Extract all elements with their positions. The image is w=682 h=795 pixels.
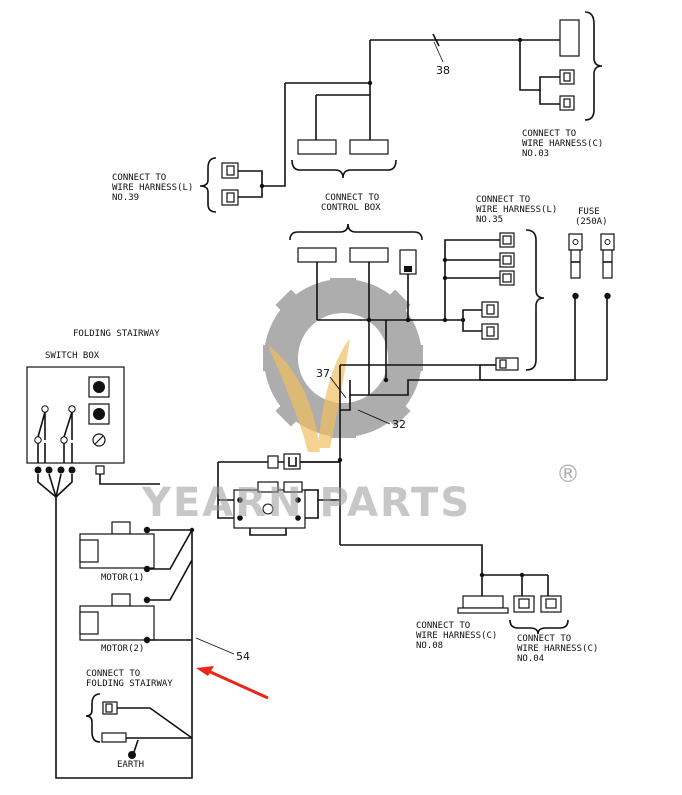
top-harness	[284, 33, 560, 182]
control-plug-upper-left	[297, 139, 337, 155]
harness-c-03-connectors	[559, 69, 575, 111]
svg-text:CONNECT TO: CONNECT TO	[522, 129, 576, 139]
svg-text:NO.39: NO.39	[112, 193, 139, 203]
label-harness-c-03: CONNECT TO WIRE HARNESS(C) NO.03	[522, 129, 603, 159]
harness-c-08-connector	[457, 595, 509, 614]
brace-c-04	[509, 619, 569, 635]
control-plug-lower-right	[349, 247, 389, 263]
watermark-gear-icon	[263, 278, 423, 438]
label-folding-stairway: FOLDING STAIRWAY	[73, 329, 160, 339]
svg-text:WIRE HARNESS(C): WIRE HARNESS(C)	[522, 139, 603, 149]
svg-text:CONTROL BOX: CONTROL BOX	[321, 203, 381, 213]
fuse-left-icon	[568, 233, 583, 300]
control-plug-small-pin	[404, 266, 412, 272]
label-harness-l-35: CONNECT TO WIRE HARNESS(L) NO.35	[476, 195, 557, 225]
label-connect-folding-stairway: CONNECT TO FOLDING STAIRWAY	[86, 669, 173, 689]
callout-38: 38	[436, 64, 450, 77]
label-harness-c-04: CONNECT TO WIRE HARNESS(C) NO.04	[517, 634, 598, 664]
label-control-box: CONNECT TO CONTROL BOX	[321, 193, 381, 213]
svg-text:CONNECT TO: CONNECT TO	[476, 195, 530, 205]
top-relay-box	[559, 19, 580, 57]
svg-text:FOLDING STAIRWAY: FOLDING STAIRWAY	[86, 679, 173, 689]
motor-wiring	[150, 527, 195, 641]
brace-c-03	[584, 11, 603, 121]
label-motor-2: MOTOR(2)	[101, 644, 144, 654]
earth-icon	[101, 732, 192, 759]
svg-text:FUSE: FUSE	[578, 207, 600, 217]
brace-control-upper	[291, 159, 397, 179]
svg-text:NO.08: NO.08	[416, 641, 443, 651]
svg-text:WIRE HARNESS(C): WIRE HARNESS(C)	[517, 644, 598, 654]
watermark-registered-icon: ®	[556, 460, 580, 488]
harness-c-04-connectors	[513, 595, 562, 613]
svg-text:CONNECT TO: CONNECT TO	[112, 173, 166, 183]
switch-box	[26, 366, 125, 464]
brace-l-35	[525, 229, 545, 371]
callout-32: 32	[392, 418, 406, 431]
lower-right-harness	[340, 544, 549, 596]
control-plug-lower-left	[297, 247, 337, 263]
svg-text:WIRE HARNESS(C): WIRE HARNESS(C)	[416, 631, 497, 641]
brace-l-39	[199, 157, 217, 213]
folding-stairway-connector	[102, 701, 193, 739]
label-switch-box: SWITCH BOX	[45, 351, 100, 361]
motor-2-icon	[79, 593, 155, 644]
svg-text:CONNECT TO: CONNECT TO	[86, 669, 140, 679]
harness-l-39-connectors	[221, 162, 286, 206]
fuse-right-icon	[600, 233, 615, 300]
central-harness	[316, 239, 608, 545]
svg-text:WIRE HARNESS(L): WIRE HARNESS(L)	[112, 183, 193, 193]
watermark-brand: YEARN PARTS	[141, 480, 471, 526]
center-connector-block	[217, 453, 340, 536]
red-pointer-arrow-icon	[196, 666, 269, 700]
svg-text:NO.35: NO.35	[476, 215, 503, 225]
svg-text:CONNECT TO: CONNECT TO	[325, 193, 379, 203]
callout-54: 54	[236, 650, 250, 663]
svg-text:NO.03: NO.03	[522, 149, 549, 159]
label-earth: EARTH	[117, 760, 144, 770]
label-fuse: FUSE (250A)	[575, 207, 608, 227]
svg-text:CONNECT TO: CONNECT TO	[517, 634, 571, 644]
svg-text:WIRE HARNESS(L): WIRE HARNESS(L)	[476, 205, 557, 215]
control-plug-upper-right	[349, 139, 389, 155]
brace-control-lower	[289, 223, 423, 241]
label-harness-c-08: CONNECT TO WIRE HARNESS(C) NO.08	[416, 621, 497, 651]
label-harness-l-39: CONNECT TO WIRE HARNESS(L) NO.39	[112, 173, 193, 203]
svg-text:(250A): (250A)	[575, 217, 608, 227]
label-motor-1: MOTOR(1)	[101, 573, 144, 583]
motor-1-icon	[79, 521, 155, 573]
svg-text:NO.04: NO.04	[517, 654, 544, 664]
callout-37: 37	[316, 367, 330, 380]
brace-folding	[85, 693, 101, 743]
svg-text:CONNECT TO: CONNECT TO	[416, 621, 470, 631]
harness-l-35-connectors	[481, 232, 519, 371]
switch-box-terminals	[34, 465, 193, 779]
